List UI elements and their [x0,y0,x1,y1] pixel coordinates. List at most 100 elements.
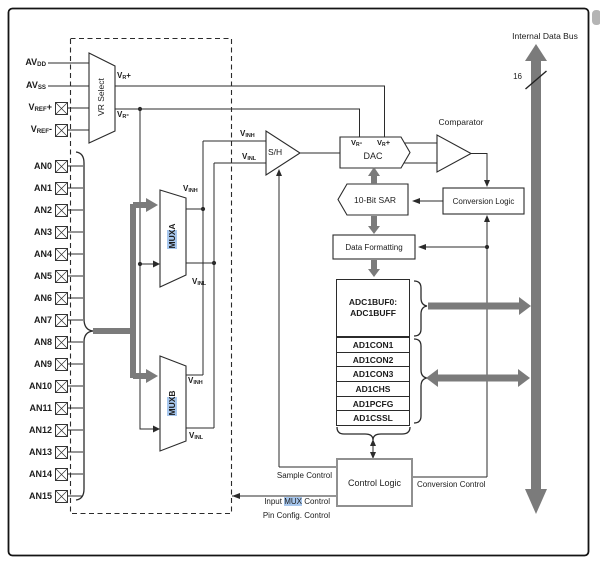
junction-dots [137,106,490,267]
vr-plus-label: VR+ [117,71,131,81]
pin-vref--pad-icon [55,123,68,137]
register-row-ad1chs: AD1CHS [337,381,409,396]
pin-an6-label: AN6 [33,293,52,303]
pin-an5: AN5 [8,269,68,283]
conversion-logic-label: Conversion Logic [452,197,515,206]
vr-select-label: VR Select [96,78,106,116]
mux-output-wires [186,140,266,429]
an-bundle-brace [75,151,94,501]
pin-an6-pad-icon [55,291,68,305]
pin-an9-pad-icon [55,357,68,371]
register-bottom-brace [336,426,411,441]
pin-an5-label: AN5 [33,271,52,281]
data-formatting-block [332,234,416,260]
pin-an15-label: AN15 [28,491,52,501]
buffer-brace [413,280,428,337]
pin-an3-pad-icon [55,225,68,239]
pin-an14-pad-icon [55,467,68,481]
sample-control-label: Sample Control [276,471,332,480]
dac-to-comparator-wires [404,142,437,164]
sar-block [337,183,409,216]
pin-an12-label: AN12 [28,425,52,435]
register-row-ad1pcfg: AD1PCFG [337,395,409,411]
pin-an9: AN9 [8,357,68,371]
control-logic-label: Control Logic [347,477,402,488]
adc-buffer-block: ADC1BUF0: ADC1BUFF [336,279,410,337]
pin-an13-label: AN13 [28,447,52,457]
pin-an2: AN2 [8,203,68,217]
pin-config-control-label: Pin Config. Control [262,511,330,520]
pin-an3-label: AN3 [33,227,52,237]
pin-avdd: AVDD [8,56,46,70]
pin-an4-label: AN4 [33,249,52,259]
pin-an12: AN12 [8,423,68,437]
adc-buffer-line1: ADC1BUF0: [348,297,398,307]
conversion-control-wire [413,222,488,478]
bus-width-slash [525,70,547,90]
pin-vref--label: VREF- [30,124,52,136]
pin-an8: AN8 [8,335,68,349]
scrollbar-fragment[interactable] [592,10,600,25]
comparator-label: Comparator [438,117,484,127]
pin-an1: AN1 [8,181,68,195]
pin-an8-pad-icon [55,335,68,349]
sar-label: 10-Bit SAR [353,195,397,205]
pin-avss-label: AVSS [26,80,46,92]
pin-an13: AN13 [8,445,68,459]
pin-vref+: VREF+ [8,101,68,115]
pin-an11: AN11 [8,401,68,415]
vr-plus-wire [115,85,385,137]
vr-minus-branch-wire [139,109,153,430]
pin-an4-pad-icon [55,247,68,261]
comparator-output-wire [471,153,488,181]
sar-dataformat-arrow [368,216,380,234]
pin-an10: AN10 [8,379,68,393]
an-pin-lines [68,165,83,497]
pin-an10-label: AN10 [28,381,52,391]
pin-an2-label: AN2 [33,205,52,215]
register-control-arrow [370,439,376,459]
pin-an14-label: AN14 [28,469,52,479]
mux-a-label: MUX A [167,223,177,249]
pin-an4: AN4 [8,247,68,261]
comparator-block [436,134,473,173]
pin-an1-pad-icon [55,181,68,195]
mux-b-label: MUX B [167,390,177,416]
pin-an0: AN0 [8,159,68,173]
vr-select-block [88,52,116,144]
sar-dac-arrow [368,167,380,184]
pin-an0-label: AN0 [33,161,52,171]
mux-b-vinh-label: VINH [188,376,203,386]
mux-a-vinh-label: VINH [183,184,198,194]
pin-an12-pad-icon [55,423,68,437]
pin-an7-pad-icon [55,313,68,327]
buffer-bus-arrow [428,297,531,315]
pin-an13-pad-icon [55,445,68,459]
pin-vref-: VREF- [8,123,68,137]
internal-data-bus-label: Internal Data Bus [512,31,578,41]
control-logic-block: Control Logic [336,458,413,507]
pin-an8-label: AN8 [33,337,52,347]
analog-input-bus [93,198,158,383]
bus-width-label: 16 [513,72,522,81]
conversion-control-label: Conversion Control [417,480,486,489]
dac-label: DAC [363,151,383,161]
pin-an15: AN15 [8,489,68,503]
vr-minus-label: VR- [117,110,129,120]
sample-hold-label: S/H [268,147,283,157]
pin-vref+-label: VREF+ [28,102,52,114]
pin-an11-label: AN11 [29,403,52,413]
sample-control-wire [278,176,336,468]
dataformat-buffer-arrow [368,260,380,277]
pin-avdd-label: AVDD [25,57,46,69]
dashed-boundary [69,37,233,515]
pin-an9-label: AN9 [33,359,52,369]
sh-vinl-label: VINL [242,152,257,162]
pin-an14: AN14 [8,467,68,481]
pin-an0-pad-icon [55,159,68,173]
pin-avss: AVSS [8,79,46,93]
diagram-frame [7,7,590,557]
dac-vr-plus-label: VR+ [377,138,391,148]
